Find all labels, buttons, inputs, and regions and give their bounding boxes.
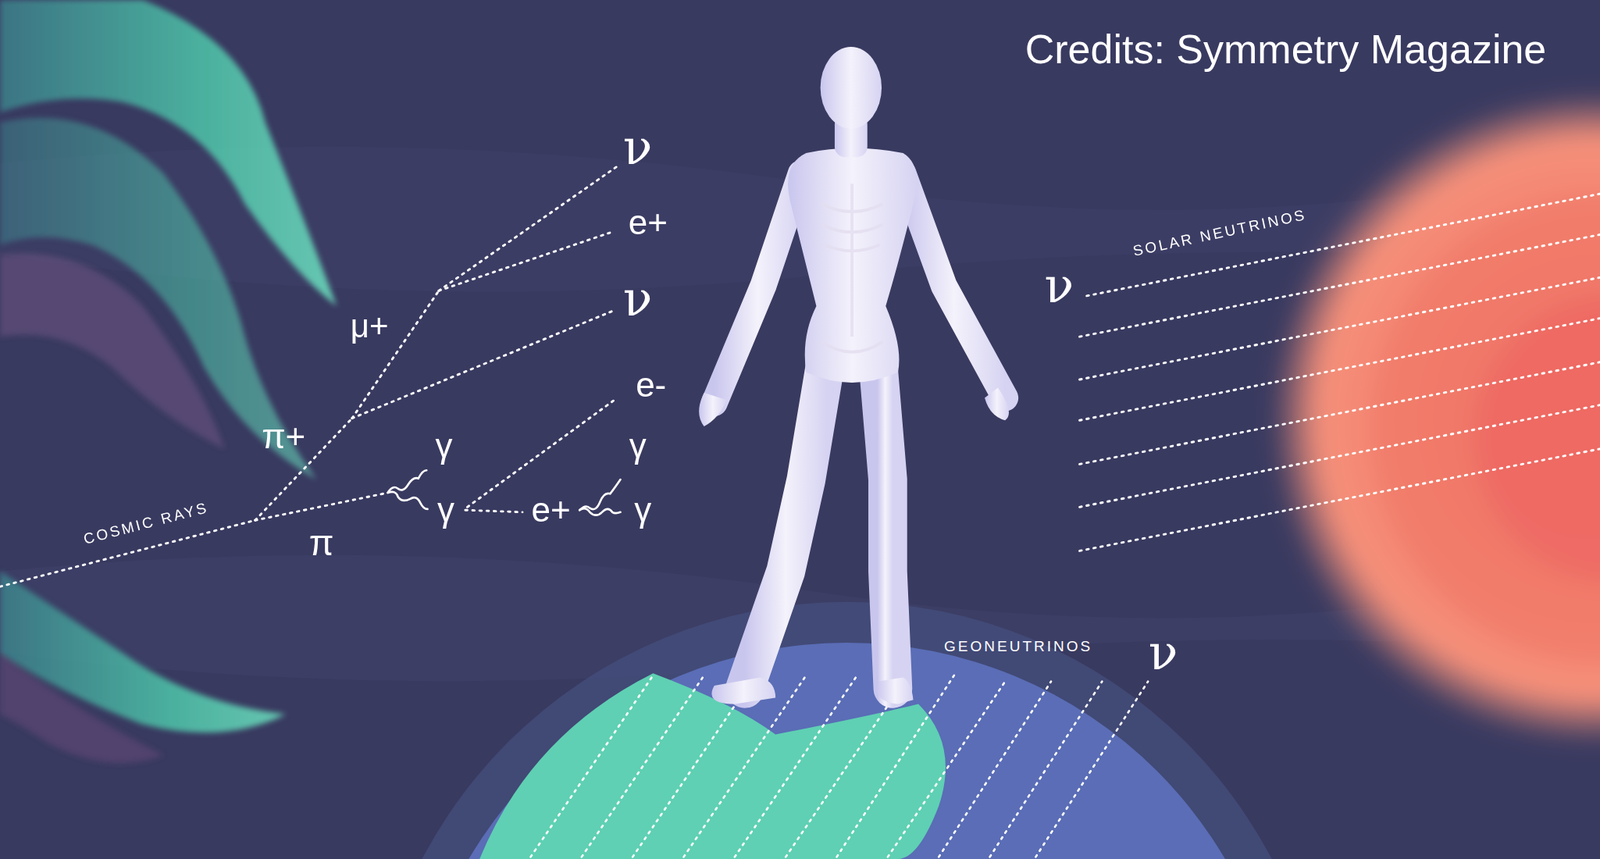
particle-symbol: ν <box>623 123 653 172</box>
stream-label: GEONEUTRINOS <box>944 638 1093 654</box>
particle-symbol: π <box>309 524 335 561</box>
particle-symbol: μ+ <box>350 310 389 343</box>
particle-symbol: ν <box>623 274 653 324</box>
credit-line: Credits: Symmetry Magazine <box>1025 28 1547 70</box>
particle-symbol: e+ <box>531 492 571 528</box>
particle-symbol: γ <box>634 492 652 528</box>
particle-symbol: π+ <box>261 419 306 454</box>
particle-symbol: e- <box>635 367 667 403</box>
particle-symbol: γ <box>437 492 455 528</box>
particle-symbol: ν <box>1044 261 1075 311</box>
particle-symbol: γ <box>629 428 647 464</box>
particle-symbol: γ <box>434 428 453 464</box>
particle-symbol: ν <box>1148 628 1179 678</box>
particle-symbol: e+ <box>628 205 668 240</box>
